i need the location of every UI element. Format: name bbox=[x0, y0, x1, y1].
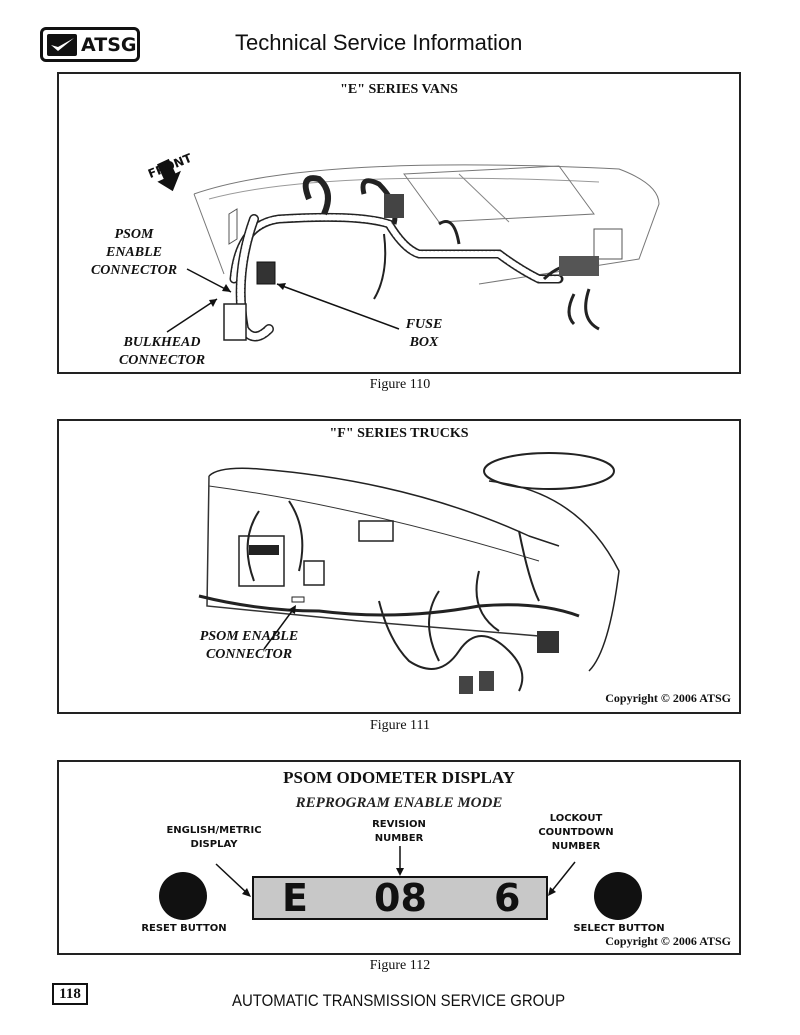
logo-text: ATSG bbox=[81, 33, 137, 56]
label-line: NUMBER bbox=[374, 833, 424, 844]
psom-enable-connector-callout: PSOM ENABLE CONNECTOR bbox=[79, 226, 189, 280]
figure-110-heading: "E" SERIES VANS bbox=[340, 82, 458, 97]
figure-110-e-series-vans: "E" SERIES VANS bbox=[57, 72, 741, 374]
e-series-dash-wiring-drawing bbox=[156, 158, 660, 342]
callout-line: PSOM ENABLE bbox=[199, 629, 299, 644]
reset-button-label: RESET BUTTON bbox=[141, 923, 227, 934]
figure-112-subtitle: REPROGRAM ENABLE MODE bbox=[295, 795, 503, 811]
fuse-box-callout: FUSE BOX bbox=[394, 316, 454, 352]
callout-line: FUSE bbox=[405, 317, 443, 332]
figure-110-caption: Figure 110 bbox=[369, 377, 431, 392]
figure-112-caption: Figure 112 bbox=[369, 958, 431, 973]
figure-111-caption: Figure 111 bbox=[369, 718, 430, 733]
label-line: COUNTDOWN bbox=[538, 827, 614, 838]
display-revision-digits: 08 bbox=[374, 876, 427, 920]
callout-line: BOX bbox=[409, 335, 439, 350]
page-number: 118 bbox=[52, 983, 88, 1005]
figure-112-copyright: Copyright © 2006 ATSG bbox=[605, 934, 731, 948]
atsg-logo: ATSG bbox=[40, 27, 140, 62]
footer-organization: AUTOMATIC TRANSMISSION SERVICE GROUP bbox=[232, 991, 566, 1010]
figure-111-copyright: Copyright © 2006 ATSG bbox=[605, 691, 731, 705]
f-series-dash-wiring-drawing bbox=[198, 452, 620, 694]
figure-111-f-series-trucks: "F" SERIES TRUCKS PSOM ENABLE CONNECTOR … bbox=[57, 419, 741, 714]
callout-line: CONNECTOR bbox=[118, 353, 206, 368]
figure-111-heading: "F" SERIES TRUCKS bbox=[329, 426, 469, 441]
select-button[interactable] bbox=[594, 872, 642, 920]
label-line: ENGLISH/METRIC bbox=[166, 825, 262, 836]
odometer-display: E 08 6 bbox=[252, 876, 548, 920]
figure-112-title: PSOM ODOMETER DISPLAY bbox=[283, 768, 515, 787]
callout-line: CONNECTOR bbox=[205, 647, 293, 662]
callout-line: PSOM bbox=[114, 227, 154, 242]
label-line: NUMBER bbox=[551, 841, 601, 852]
display-mode-digit: E bbox=[282, 876, 308, 920]
label-line: DISPLAY bbox=[190, 839, 238, 850]
callout-line: ENABLE bbox=[105, 245, 162, 260]
callout-line: BULKHEAD bbox=[123, 335, 201, 350]
display-countdown-digit: 6 bbox=[494, 876, 521, 920]
reset-button[interactable] bbox=[159, 872, 207, 920]
label-line: REVISION bbox=[372, 819, 426, 830]
callout-line: CONNECTOR bbox=[90, 263, 178, 278]
page-title: Technical Service Information bbox=[235, 30, 523, 55]
english-metric-label: ENGLISH/METRIC DISPLAY bbox=[154, 824, 274, 852]
psom-enable-connector-callout: PSOM ENABLE CONNECTOR bbox=[174, 628, 324, 664]
display-arrows bbox=[215, 846, 576, 897]
revision-number-label: REVISION NUMBER bbox=[349, 818, 449, 846]
checkmark-icon bbox=[47, 33, 77, 56]
label-line: LOCKOUT bbox=[549, 813, 603, 824]
lockout-countdown-label: LOCKOUT COUNTDOWN NUMBER bbox=[526, 812, 626, 854]
select-button-label: SELECT BUTTON bbox=[573, 923, 665, 934]
figure-112-psom-odometer-display: PSOM ODOMETER DISPLAY REPROGRAM ENABLE M… bbox=[57, 760, 741, 955]
bulkhead-connector-callout: BULKHEAD CONNECTOR bbox=[107, 334, 217, 370]
